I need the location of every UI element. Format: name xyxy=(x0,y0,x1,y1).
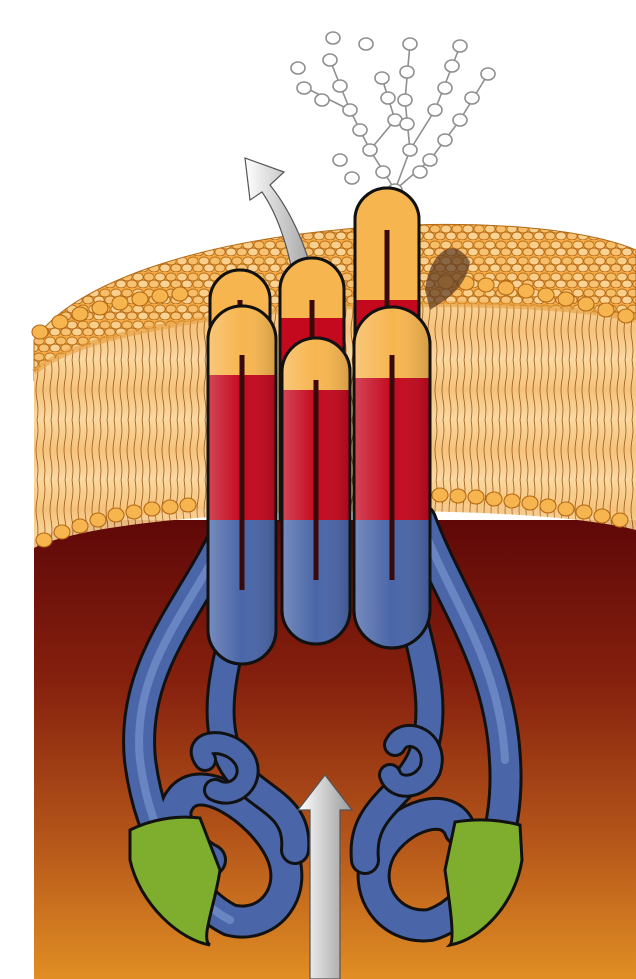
glycan-tree xyxy=(291,32,495,196)
